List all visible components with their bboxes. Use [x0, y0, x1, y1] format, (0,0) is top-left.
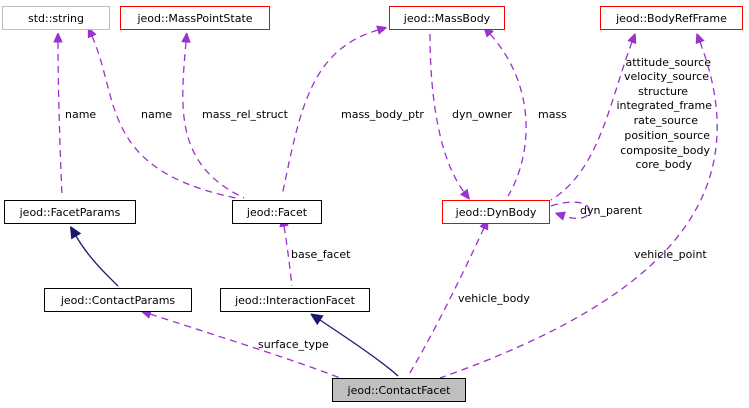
node-label: jeod::Facet — [246, 205, 308, 219]
node-contact-params[interactable]: jeod::ContactParams — [44, 288, 192, 312]
node-std-string[interactable]: std::string — [2, 6, 110, 30]
edge-dyn-parent — [550, 201, 591, 218]
edge-inherit-facet-params — [76, 236, 119, 287]
node-label: jeod::InteractionFacet — [235, 293, 355, 307]
node-facet[interactable]: jeod::Facet — [232, 200, 322, 224]
node-body-ref-frame[interactable]: jeod::BodyRefFrame — [600, 6, 743, 30]
label-structure: structure — [638, 85, 688, 98]
label-name-facet: name — [141, 108, 172, 121]
label-surface-type: surface_type — [258, 338, 329, 351]
edge-vehicle-body — [407, 228, 484, 377]
label-mass: mass — [538, 108, 567, 121]
edge-body-ref-frame-members — [550, 42, 632, 201]
label-vehicle-body: vehicle_body — [458, 292, 530, 305]
node-label: jeod::DynBody — [455, 205, 537, 219]
node-label: jeod::BodyRefFrame — [616, 11, 727, 25]
edge-base-facet — [284, 226, 293, 287]
label-rate-source: rate_source — [634, 114, 699, 127]
node-label: std::string — [27, 11, 84, 25]
edge-inherit-interaction-facet — [320, 320, 399, 377]
label-mass-rel-struct: mass_rel_struct — [202, 108, 289, 121]
edge-name-facet — [92, 36, 237, 199]
node-contact-facet[interactable]: jeod::ContactFacet — [332, 378, 466, 402]
edge-mass-body-ptr — [281, 30, 378, 197]
node-dyn-body[interactable]: jeod::DynBody — [442, 200, 550, 224]
label-vehicle-point: vehicle_point — [634, 248, 707, 261]
node-label: jeod::MassBody — [403, 11, 491, 25]
node-label: jeod::ContactParams — [60, 293, 176, 307]
node-facet-params[interactable]: jeod::FacetParams — [4, 200, 136, 224]
node-label: jeod::MassPointState — [137, 11, 253, 25]
edge-mass-rel-struct — [183, 42, 245, 199]
edge-mass — [490, 34, 527, 197]
edge-dyn-owner — [429, 33, 464, 192]
label-attitude-source: attitude_source — [626, 56, 712, 69]
label-dyn-owner: dyn_owner — [452, 108, 512, 121]
label-position-source: position_source — [624, 129, 710, 142]
label-base-facet: base_facet — [291, 248, 351, 261]
label-velocity-source: velocity_source — [624, 70, 709, 83]
label-core-body: core_body — [635, 158, 692, 171]
edge-surface-type — [150, 314, 341, 379]
edge-vehicle-point — [439, 42, 718, 379]
label-composite-body: composite_body — [620, 144, 710, 157]
label-mass-body-ptr: mass_body_ptr — [341, 108, 424, 121]
node-mass-point-state[interactable]: jeod::MassPointState — [120, 6, 270, 30]
label-integrated-frame: integrated_frame — [616, 99, 712, 112]
label-name-facet-params: name — [65, 108, 96, 121]
label-dyn-parent: dyn_parent — [580, 204, 643, 217]
edge-name-facet-params — [58, 42, 62, 197]
node-label: jeod::ContactFacet — [347, 383, 451, 397]
node-interaction-facet[interactable]: jeod::InteractionFacet — [220, 288, 370, 312]
node-label: jeod::FacetParams — [19, 205, 121, 219]
node-mass-body[interactable]: jeod::MassBody — [389, 6, 505, 30]
